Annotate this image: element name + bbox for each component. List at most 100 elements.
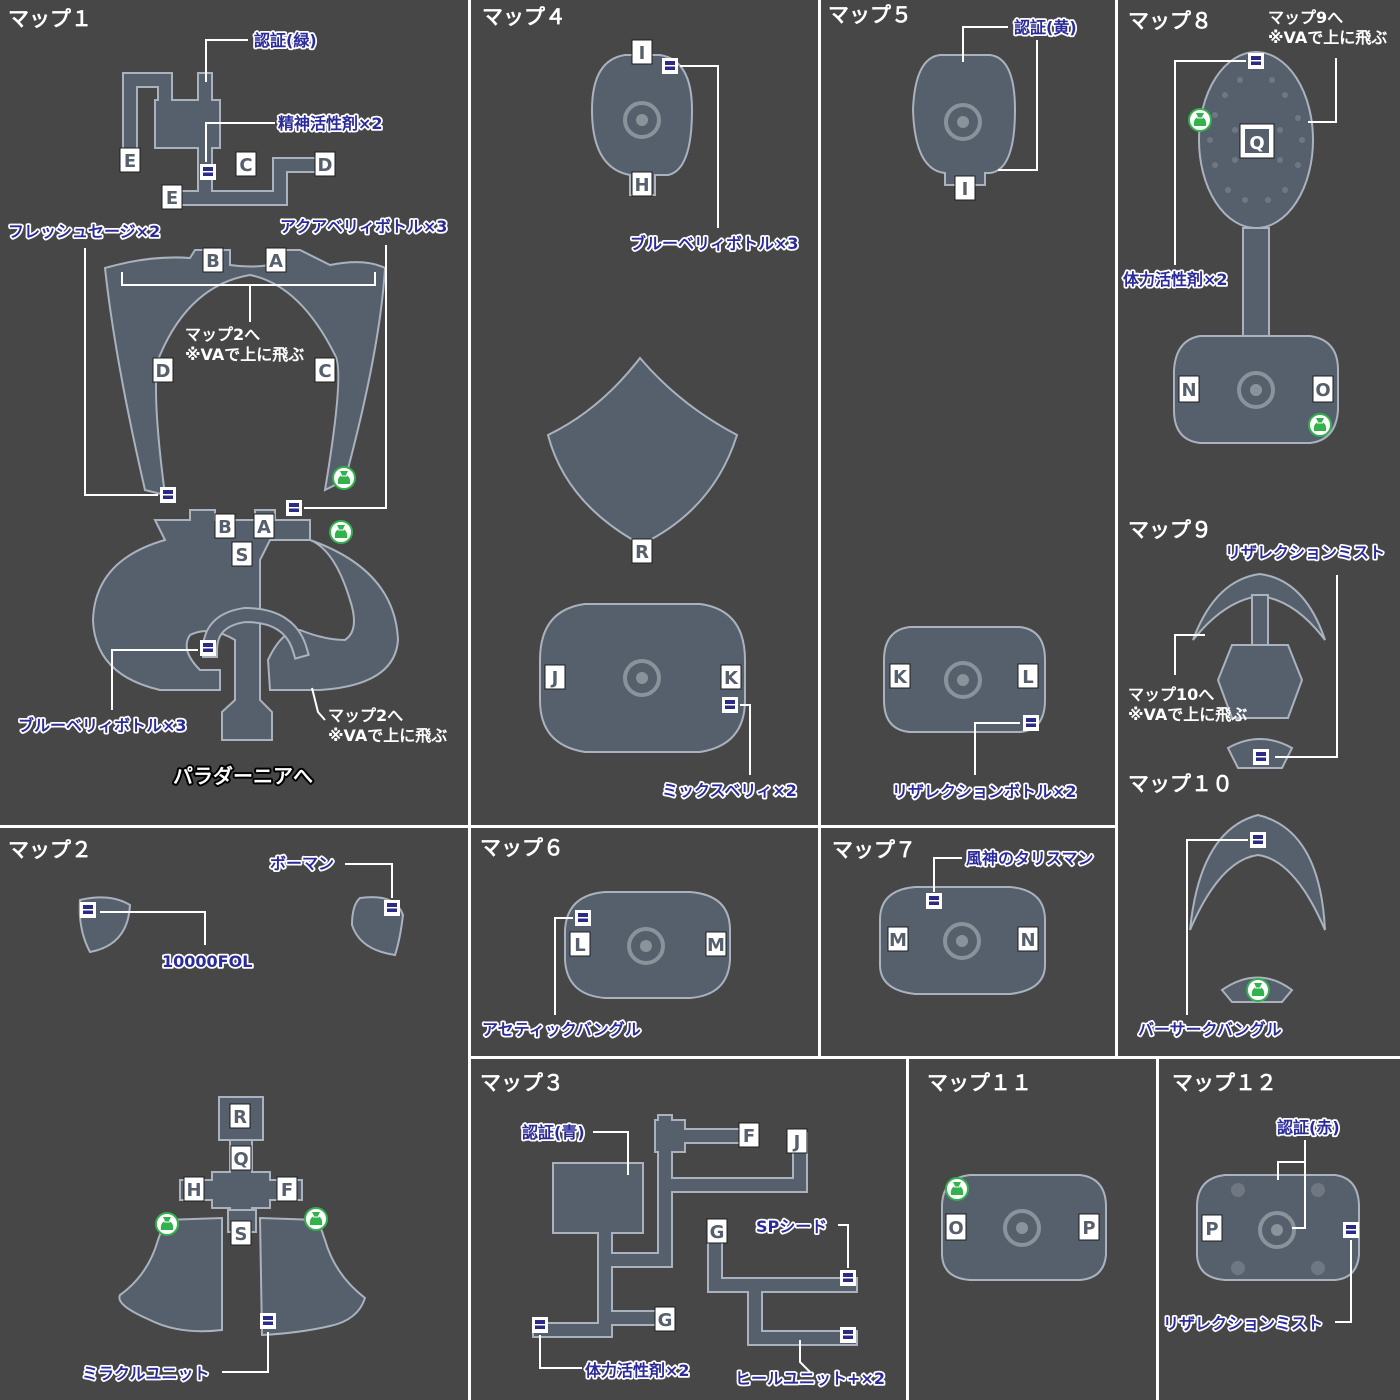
label-blue-berry: ブルーベリィボトル×3	[630, 234, 799, 253]
panel-map11: マップ１１ O P	[927, 1071, 1107, 1281]
map8-markers: Q N O	[1178, 123, 1334, 403]
map2-markers: R Q H F S	[183, 1103, 298, 1246]
panel-map4: マップ４ I H R J K ブルーベリィボトル×3 ミックスベリィ×2	[482, 5, 800, 802]
svg-text:G: G	[658, 1310, 673, 1331]
label-wind-talisman: 風神のタリスマン	[966, 849, 1094, 868]
svg-text:C: C	[318, 361, 331, 382]
marker-c: C	[235, 151, 257, 177]
marker-p: P	[1078, 1213, 1100, 1241]
marker-a: A	[253, 513, 275, 539]
label-sp-seed: SPシード	[756, 1217, 827, 1236]
svg-text:A: A	[269, 251, 283, 272]
svg-text:O: O	[948, 1218, 963, 1239]
panel-title: マップ２	[8, 838, 92, 862]
marker-g1: G	[706, 1218, 728, 1244]
svg-text:M: M	[889, 930, 907, 951]
item-bag-icon	[304, 1207, 328, 1231]
leader-line	[680, 65, 719, 228]
map1-note-va-top: ※VAで上に飛ぶ	[185, 345, 304, 364]
svg-text:S: S	[236, 545, 249, 566]
map1-arch	[103, 249, 387, 497]
marker-l: L	[1017, 663, 1039, 689]
item-bag-icon	[329, 520, 353, 544]
marker-n: N	[1017, 926, 1039, 952]
map9-corridor	[1251, 594, 1269, 646]
leader-line	[222, 1332, 269, 1373]
leader-line	[100, 911, 206, 945]
label-vitality: 体力活性剤×2	[585, 1361, 690, 1380]
map3-rooms	[532, 1114, 858, 1346]
leader-line	[539, 1335, 582, 1369]
leader-line	[998, 40, 1038, 171]
map1-upper-rooms	[122, 72, 328, 206]
item-bag-icon	[332, 466, 356, 490]
svg-text:I: I	[639, 43, 646, 64]
chest-icon	[1343, 1222, 1359, 1238]
map11-markers: O P	[945, 1213, 1100, 1241]
chest-icon	[840, 1270, 856, 1286]
chest-icon	[200, 164, 216, 180]
map9-arc-room	[1192, 572, 1326, 641]
panel-map10: マップ１０ バーサークバングル	[1128, 772, 1326, 1041]
marker-r: R	[229, 1103, 251, 1129]
map9-note-to-map10: マップ10へ	[1128, 685, 1214, 704]
map8-note-to-map9: マップ9へ	[1268, 8, 1343, 27]
panel-title: マップ８	[1128, 9, 1212, 33]
leader-line	[205, 122, 275, 162]
panel-title: マップ１	[8, 7, 92, 31]
label-heal-unit: ヒールユニット+×2	[735, 1369, 885, 1388]
panel-map2: マップ２ R Q H F S 10000FOL ボーマン ミラクルユニット	[8, 838, 405, 1385]
chest-icon	[662, 58, 678, 74]
map10-arc-room	[1189, 813, 1326, 931]
chest-icon	[260, 1313, 276, 1329]
panel-map6: マップ６ L M アセティックバングル	[480, 836, 731, 1041]
marker-q: Q	[230, 1145, 252, 1171]
chest-icon	[926, 893, 942, 909]
leader-line	[311, 687, 326, 721]
marker-i: I	[631, 39, 653, 65]
svg-text:D: D	[318, 155, 333, 176]
marker-f: F	[276, 1176, 298, 1202]
map1-lower-room	[91, 509, 400, 741]
map1-note-to-map2-top: マップ2へ	[185, 325, 260, 344]
marker-h: H	[183, 1176, 205, 1202]
marker-j: J	[544, 664, 566, 690]
marker-b: B	[214, 513, 236, 539]
map4-shield-room	[546, 356, 739, 541]
panel-title: マップ９	[1128, 518, 1212, 542]
marker-e1: E	[119, 147, 141, 173]
panel-map8: マップ８ マップ9へ ※VAで上に飛ぶ Q N O 体力活性剤×2	[1121, 8, 1387, 444]
svg-text:H: H	[634, 175, 649, 196]
marker-e2: E	[161, 184, 183, 210]
leader-line	[799, 1340, 811, 1373]
marker-q: Q	[1239, 123, 1275, 159]
chest-icon	[286, 500, 302, 516]
label-resurrection-mist: リザレクションミスト	[1225, 543, 1385, 562]
map4-markers: I H R J K	[544, 39, 742, 690]
label-10000fol: 10000FOL	[162, 952, 252, 971]
leader-line	[593, 1131, 629, 1175]
marker-m: M	[887, 926, 909, 952]
svg-text:K: K	[724, 668, 739, 689]
item-bag-icon	[1188, 108, 1212, 132]
chest-icon	[1248, 53, 1264, 69]
map2-central-complex	[118, 1096, 367, 1337]
svg-text:H: H	[186, 1180, 201, 1201]
label-miracle-unit: ミラクルユニット	[82, 1364, 210, 1383]
item-bag-icon	[945, 1177, 969, 1201]
marker-i: I	[954, 175, 976, 201]
map1-note-va-bot: ※VAで上に飛ぶ	[328, 726, 447, 745]
marker-d-top: D	[314, 151, 336, 177]
marker-m: M	[705, 931, 727, 957]
chest-icon	[160, 487, 176, 503]
map12-dots	[1231, 1183, 1325, 1275]
leader-line	[1174, 60, 1246, 265]
panel-map7: マップ７ M N 風神のタリスマン	[832, 838, 1095, 995]
svg-text:I: I	[962, 179, 969, 200]
label-blue-berry: ブルーベリィボトル×3	[18, 716, 187, 735]
item-bag-icon	[1308, 413, 1332, 437]
leader-line	[304, 245, 387, 509]
marker-c-mid: C	[314, 357, 336, 383]
svg-text:F: F	[281, 1180, 293, 1201]
marker-r: R	[631, 538, 653, 564]
